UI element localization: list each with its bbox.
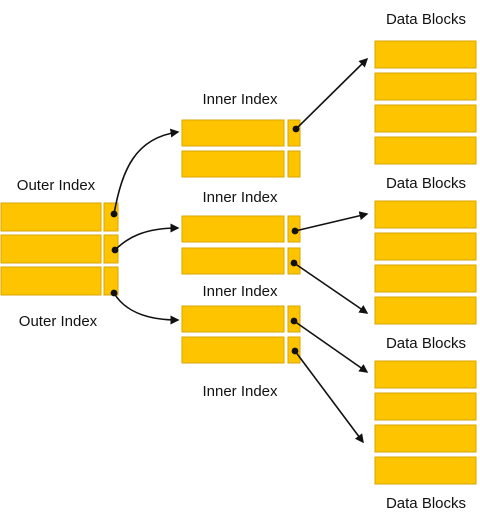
data-blocks-group-2	[374, 200, 477, 325]
outer-index-pointer-cell	[103, 266, 119, 296]
data-block	[374, 136, 477, 165]
arrow-outer-to-inner-1	[113, 128, 180, 215]
inner-index-entry	[181, 247, 285, 275]
data-block	[374, 360, 477, 389]
inner-index-pointer-cell	[287, 119, 301, 147]
inner-index-entry	[181, 119, 285, 147]
data-block	[374, 264, 477, 293]
pointer-dot	[111, 246, 119, 254]
outer-index-entry	[0, 234, 102, 264]
arrow-inner-to-data-1	[295, 57, 369, 130]
label-outer-index-top: Outer Index	[17, 177, 96, 194]
pointer-dot	[292, 125, 300, 133]
label-inner-index-4: Inner Index	[202, 383, 278, 400]
label-data-blocks-2: Data Blocks	[386, 175, 466, 192]
label-inner-index-3: Inner Index	[202, 283, 278, 300]
data-blocks-group-3	[374, 360, 477, 485]
arrow-inner-to-data-3	[293, 262, 369, 314]
inner-index-entry	[181, 305, 285, 333]
data-block	[374, 232, 477, 261]
pointer-dots	[110, 125, 300, 355]
inner-index-entry	[181, 215, 285, 243]
pointer-dot	[291, 227, 299, 235]
outer-index-entry	[0, 202, 102, 232]
inner-index-table-2	[181, 215, 301, 275]
arrow-inner-to-data-2	[294, 211, 369, 232]
pointer-dot	[290, 259, 298, 267]
inner-index-entry	[181, 150, 285, 178]
outer-index-table	[0, 202, 119, 296]
data-block	[374, 40, 477, 69]
data-block	[374, 424, 477, 453]
arrow-inner-to-data-5	[294, 350, 364, 444]
label-inner-index-2: Inner Index	[202, 189, 278, 206]
label-data-blocks-3: Data Blocks	[386, 335, 466, 352]
label-data-blocks-1: Data Blocks	[386, 11, 466, 28]
data-block	[374, 72, 477, 101]
label-inner-index-1: Inner Index	[202, 91, 278, 108]
arrow-outer-to-inner-3	[113, 292, 180, 325]
inner-index-entry	[181, 336, 285, 364]
data-block	[374, 392, 477, 421]
inner-index-table-3	[181, 305, 301, 364]
label-outer-index-bottom: Outer Index	[19, 313, 98, 330]
data-block	[374, 456, 477, 485]
pointer-dot	[110, 210, 118, 218]
arrow-inner-to-data-4	[293, 320, 369, 373]
data-block	[374, 296, 477, 325]
inner-index-pointer-cell	[287, 150, 301, 178]
arrow-outer-to-inner-2	[114, 223, 180, 251]
data-blocks-group-1	[374, 40, 477, 165]
pointer-dot	[290, 317, 298, 325]
data-block	[374, 200, 477, 229]
pointer-arrows	[113, 57, 369, 444]
pointer-dot	[291, 347, 299, 355]
label-data-blocks-4: Data Blocks	[386, 495, 466, 512]
pointer-dot	[110, 289, 118, 297]
inner-index-table-1	[181, 119, 301, 178]
data-block	[374, 104, 477, 133]
outer-index-entry	[0, 266, 102, 296]
